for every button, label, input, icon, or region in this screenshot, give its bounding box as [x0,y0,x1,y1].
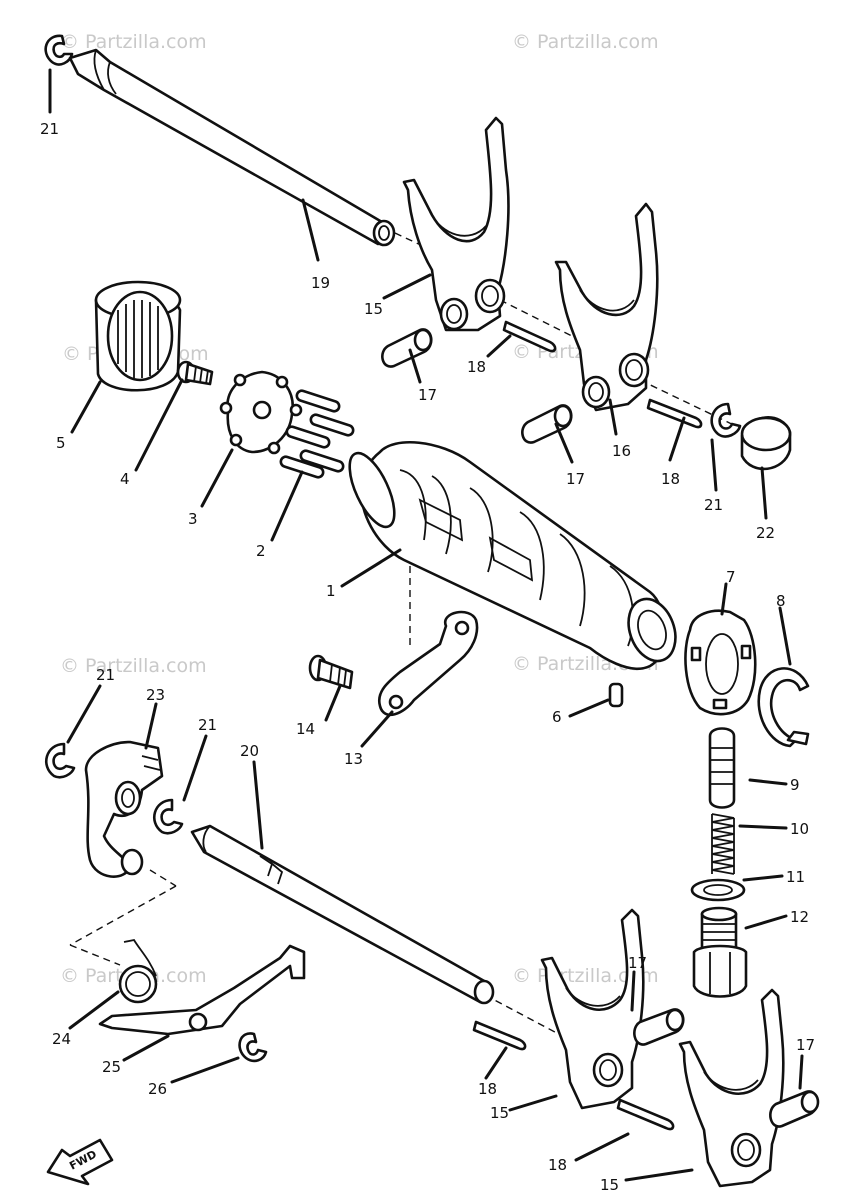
part-15-shift-fork-lower-1 [540,908,645,1110]
callout-11: 11 [786,868,805,886]
callout-17: 17 [418,386,437,404]
callout-19: 19 [311,274,330,292]
part-21-circlip-lower-left [44,742,76,779]
part-3-segment-plate [219,370,303,455]
callout-15: 15 [490,1104,509,1122]
part-18-cotter-pin-1 [502,320,557,353]
callouts: 21 19 15 18 17 16 17 18 21 22 5 4 3 2 1 … [40,120,815,1194]
callout-13: 13 [344,750,363,768]
watermarks: © Partzilla.com © Partzilla.com © Partzi… [60,31,659,987]
part-8-circlip [757,667,810,748]
part-17-pin-upper-right [521,404,573,444]
part-15-shift-fork-lower-2 [678,988,785,1188]
part-6-pin [608,682,624,708]
callout-21: 21 [40,120,59,138]
watermark-1: © Partzilla.com [60,31,207,53]
part-18-cotter-pin-3 [472,1020,527,1051]
part-18-cotter-pin-2 [646,398,703,429]
part-1-shift-drum [348,441,677,670]
callout-18: 18 [467,358,486,376]
part-4-screw [176,360,214,386]
callout-26: 26 [148,1080,167,1098]
part-21-circlip-lower-mid [152,798,184,835]
part-21-circlip-top [44,34,74,66]
part-15-shift-fork-upper [402,116,510,332]
part-16-shift-fork-upper-right [554,202,659,412]
part-17-pin-lower-1 [633,1008,685,1046]
callout-15: 15 [364,300,383,318]
callout-15: 15 [600,1176,619,1194]
callout-17: 17 [566,470,585,488]
part-23-shift-arm [84,740,164,878]
callout-9: 9 [790,776,800,794]
callout-21: 21 [704,496,723,514]
leader-lines [48,68,804,1182]
callout-24: 24 [52,1030,71,1048]
callout-18: 18 [661,470,680,488]
callout-23: 23 [146,686,165,704]
callout-3: 3 [188,510,198,528]
callout-17: 17 [796,1036,815,1054]
callout-25: 25 [102,1058,121,1076]
part-13-stopper-plate [377,610,479,717]
part-21-circlip-right [710,402,742,438]
callout-18: 18 [548,1156,567,1174]
callout-14: 14 [296,720,315,738]
watermark-5: © Partzilla.com [60,655,207,677]
part-7-nut [684,609,757,716]
part-25-shift-lever [98,944,306,1036]
callout-1: 1 [326,582,336,600]
part-11-washer [690,878,746,902]
callout-18: 18 [478,1080,497,1098]
callout-2: 2 [256,542,266,560]
callout-7: 7 [726,568,736,586]
part-20-lower-fork-shaft [190,824,495,1005]
callout-5: 5 [56,434,66,452]
part-12-bolt [692,906,748,998]
callout-21: 21 [96,666,115,684]
callout-10: 10 [790,820,809,838]
callout-16: 16 [612,442,631,460]
fwd-arrow-icon: FWD [46,1138,114,1186]
callout-22: 22 [756,524,775,542]
assembly-lines [69,232,741,1041]
callout-8: 8 [776,592,786,610]
callout-12: 12 [790,908,809,926]
part-5-bearing [94,280,182,392]
callout-4: 4 [120,470,130,488]
part-18-cotter-pin-4 [616,1098,675,1131]
part-24-spring [118,938,158,1004]
part-9-plunger [708,727,736,809]
callout-17: 17 [628,954,647,972]
part-14-screw [308,654,354,690]
part-10-spring [711,813,735,875]
watermark-2: © Partzilla.com [512,31,659,53]
callout-6: 6 [552,708,562,726]
part-22-cap [740,416,792,471]
part-19-shift-fork-shaft [68,48,396,247]
part-26-circlip [238,1032,268,1063]
part-17-pin-lower-2 [769,1090,820,1128]
callout-21: 21 [198,716,217,734]
part-17-pin-upper-left [381,328,433,368]
callout-20: 20 [240,742,259,760]
part-2-pins [279,389,355,479]
